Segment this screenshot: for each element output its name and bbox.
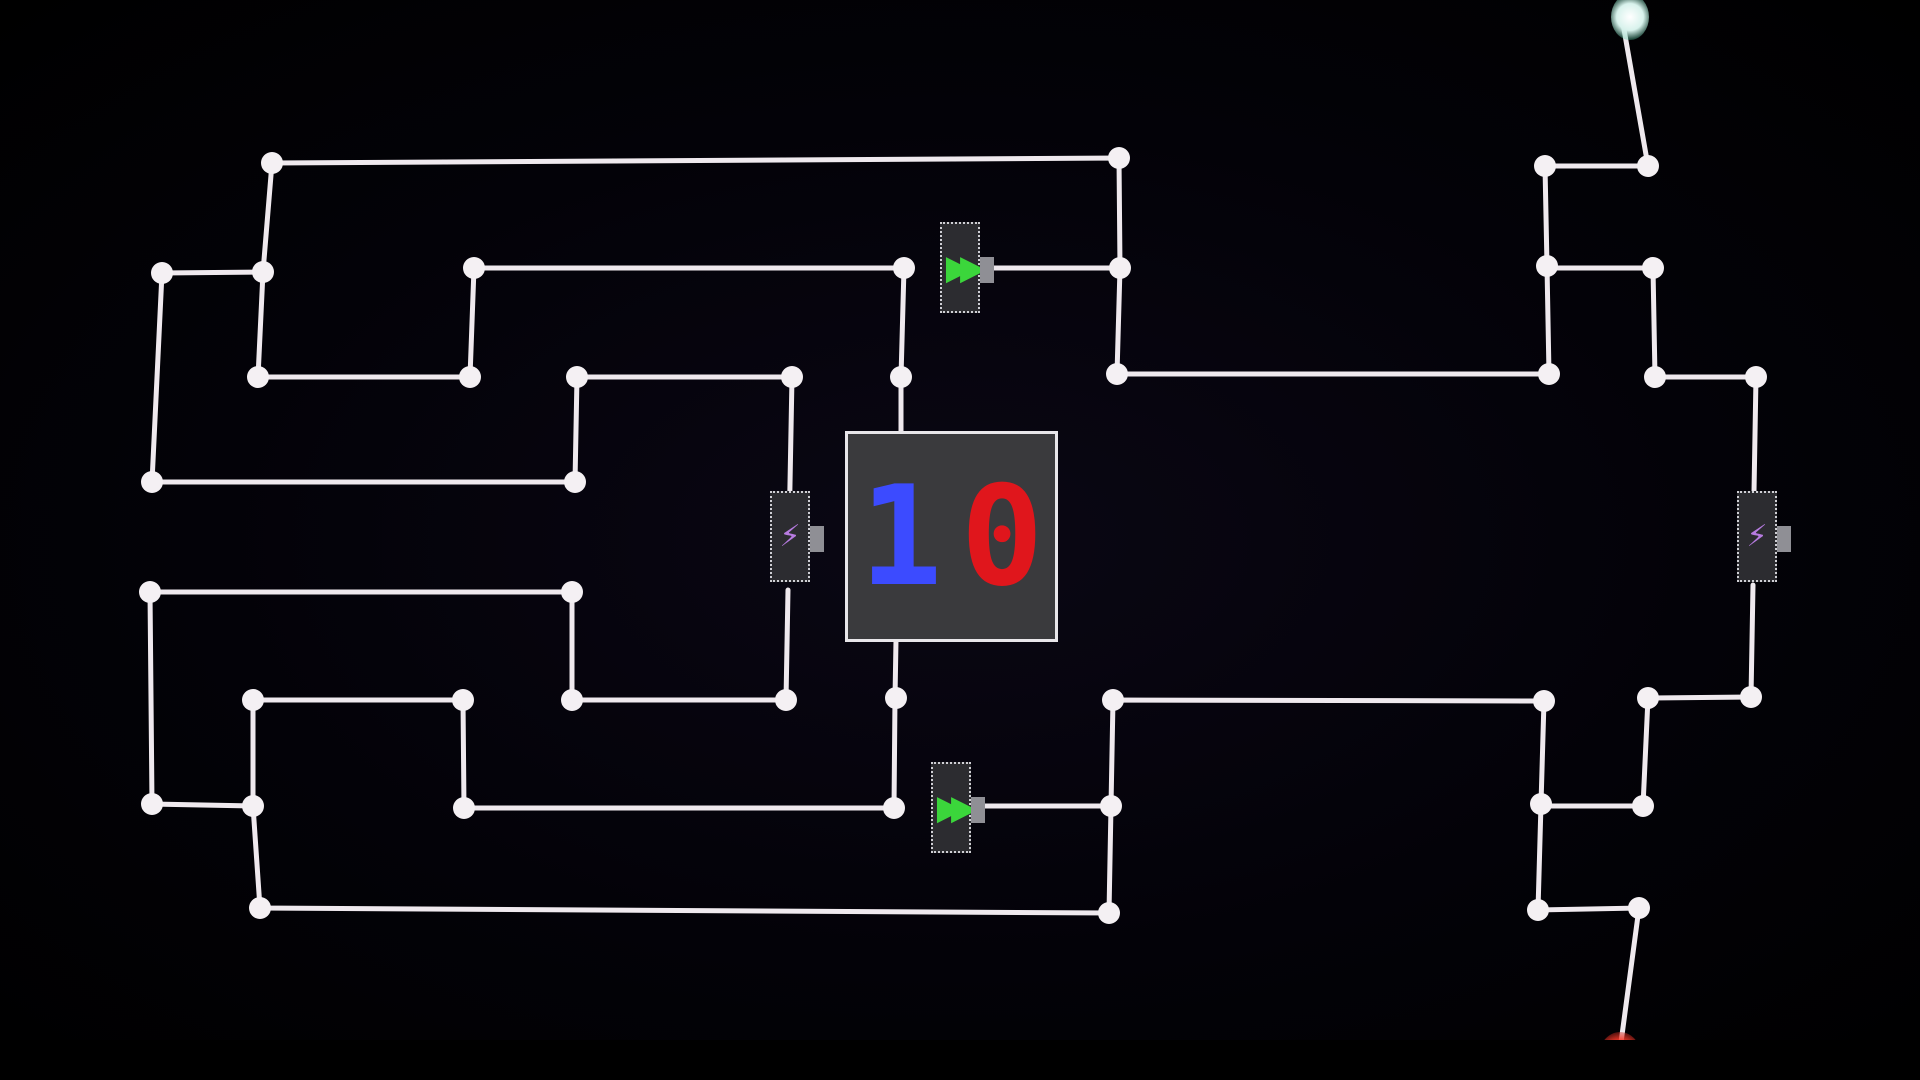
circuit-node [775, 689, 797, 711]
circuit-node [1538, 363, 1560, 385]
circuit-node [1102, 689, 1124, 711]
screen-bottom-bar [0, 1040, 1920, 1080]
score-player-blue: 1 [859, 455, 943, 617]
circuit-node [249, 897, 271, 919]
circuit-wire [255, 265, 907, 435]
gate-pin [980, 257, 994, 283]
circuit-node [452, 689, 474, 711]
circuit-node [1533, 690, 1555, 712]
circuit-node [1536, 255, 1558, 277]
lightning-icon: ⚡ [1746, 518, 1768, 554]
circuit-node [1527, 899, 1549, 921]
circuit-node [564, 471, 586, 493]
circuit-node [252, 261, 274, 283]
zapper-gate-right[interactable]: ⚡ [1737, 491, 1791, 582]
circuit-node [893, 257, 915, 279]
circuit-node [463, 257, 485, 279]
circuit-node [1740, 686, 1762, 708]
circuit-node [1637, 687, 1659, 709]
score-player-red: 0 [960, 455, 1044, 617]
circuit-wire [147, 589, 1642, 1053]
booster-gate-bottom[interactable]: ▶▶ [931, 762, 985, 853]
circuit-node [781, 366, 803, 388]
gate-pin [971, 797, 985, 823]
circuit-node [890, 366, 912, 388]
circuit-node [1628, 897, 1650, 919]
circuit-node [242, 795, 264, 817]
lightning-icon: ⚡ [779, 518, 801, 554]
circuit-node [1632, 795, 1654, 817]
booster-gate-top[interactable]: ▶▶ [940, 222, 994, 313]
circuit-node [1100, 795, 1122, 817]
circuit-node [1642, 257, 1664, 279]
circuit-node [1745, 366, 1767, 388]
circuit-wire [147, 587, 791, 703]
circuit-node [561, 581, 583, 603]
circuit-wire [149, 160, 795, 540]
glowing-orb-icon[interactable] [1611, 0, 1649, 40]
circuit-node [1644, 366, 1666, 388]
circuit-node [561, 689, 583, 711]
circuit-wire [269, 15, 1651, 377]
circuit-node [885, 687, 907, 709]
circuit-node [141, 793, 163, 815]
double-arrow-right-icon: ▶▶ [936, 787, 977, 828]
circuit-nodes [139, 147, 1767, 924]
circuit-node [151, 262, 173, 284]
score-display: 1 0 [845, 431, 1058, 642]
circuit-node [1098, 902, 1120, 924]
zapper-gate-left[interactable]: ⚡ [770, 491, 824, 582]
gate-pin [1777, 526, 1791, 552]
circuit-node [141, 471, 163, 493]
circuit-node [139, 581, 161, 603]
circuit-node [1106, 363, 1128, 385]
gate-pin [810, 526, 824, 552]
circuit-node [1530, 793, 1552, 815]
circuit-node [247, 366, 269, 388]
circuit-node [261, 152, 283, 174]
circuit-node [1108, 147, 1130, 169]
circuit-node [1534, 155, 1556, 177]
circuit-node [459, 366, 481, 388]
circuit-node [1637, 155, 1659, 177]
double-arrow-right-icon: ▶▶ [945, 247, 986, 288]
circuit-node [883, 797, 905, 819]
circuit-node [453, 797, 475, 819]
circuit-node [566, 366, 588, 388]
circuit-node [1109, 257, 1131, 279]
circuit-node [242, 689, 264, 711]
